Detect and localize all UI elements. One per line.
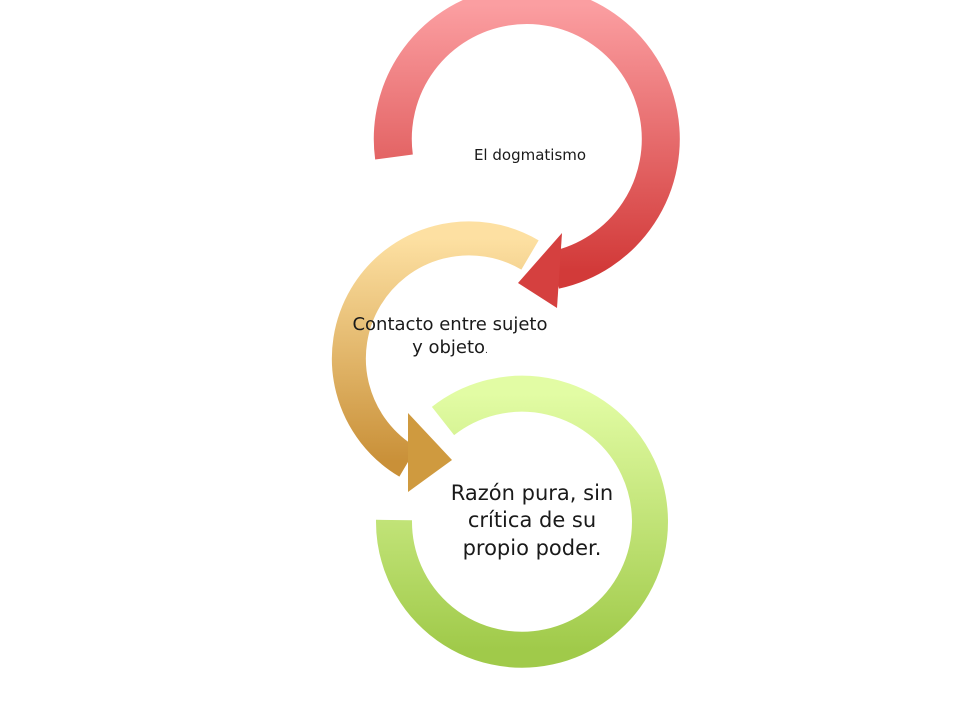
step-2-text: Contacto entre sujeto y objeto: [352, 314, 548, 359]
arrow-step-2: [331, 221, 539, 492]
arrow-step-3: [375, 375, 668, 668]
step-2-suffix: .: [485, 346, 488, 357]
arrow-step-1: [373, 0, 680, 308]
step-3-label: Razón pura, sin crítica de su propio pod…: [450, 481, 614, 560]
step-1-label: El dogmatismo: [473, 146, 587, 164]
step-2-label: Contacto entre sujeto y objeto.: [350, 313, 550, 360]
